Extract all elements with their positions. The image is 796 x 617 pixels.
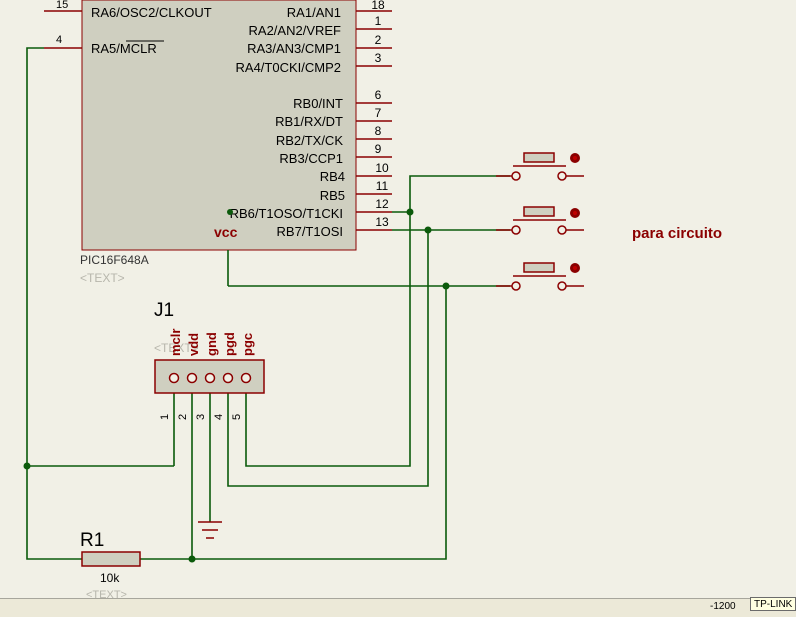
pin-name: RB5 — [320, 188, 345, 203]
pin-number: 11 — [376, 179, 389, 193]
connector-pin-label: gnd — [204, 332, 219, 356]
junction-dot — [442, 282, 450, 290]
junctions — [23, 208, 450, 563]
pin-number: 2 — [375, 33, 382, 47]
connector-pin-label: vdd — [186, 333, 201, 356]
pin-number: 4 — [56, 34, 62, 46]
pin-name: RB0/INT — [293, 96, 343, 111]
junction-dot — [424, 226, 432, 234]
pin-number: 12 — [375, 197, 389, 211]
resistor-ref: R1 — [80, 530, 104, 551]
connector-pin-3[interactable] — [204, 372, 216, 384]
chip-body[interactable] — [81, 0, 357, 251]
connector-pin-number: 4 — [213, 414, 225, 420]
push-button-2[interactable] — [496, 206, 584, 235]
pin-name: RB6/T1OSO/T1CKI — [230, 206, 343, 221]
pin-number: 8 — [375, 124, 382, 138]
chip-text-placeholder: <TEXT> — [80, 271, 125, 285]
wire-j1-pgd[interactable] — [227, 230, 429, 487]
coordinate-readout: -1200 — [710, 601, 736, 612]
connector-ref: J1 — [154, 300, 174, 321]
wire-rb6[interactable] — [392, 175, 510, 213]
push-button-3[interactable] — [496, 262, 584, 291]
ground-symbol[interactable] — [198, 521, 222, 539]
junction-dot — [23, 462, 31, 470]
connector-pin-number: 3 — [195, 414, 207, 420]
pin-number: 3 — [375, 51, 382, 65]
pin-number: 6 — [375, 88, 382, 102]
wire-mclr[interactable] — [26, 47, 82, 560]
wires[interactable] — [26, 47, 510, 560]
resistor-body[interactable] — [81, 551, 141, 567]
connector-pin-label: pgd — [222, 332, 237, 356]
connector-pin-1[interactable] — [168, 372, 180, 384]
connector-pin-2[interactable] — [186, 372, 198, 384]
junction-dot — [227, 209, 233, 215]
pin-name: RA4/T0CKI/CMP2 — [236, 60, 341, 75]
pin-name: RA2/AN2/VREF — [249, 23, 342, 38]
pin-name: RB4 — [320, 169, 345, 184]
pin-name: RA3/AN3/CMP1 — [247, 41, 341, 56]
connector-pin-4[interactable] — [222, 372, 234, 384]
pic-microcontroller[interactable]: 15 4 RA6/OSC2/CLKOUT RA5/MCLR 18 1 2 3 6 — [44, 0, 392, 285]
connector-pin-number: 1 — [159, 414, 171, 420]
pin-number: 10 — [375, 161, 389, 175]
pin-number: 9 — [375, 142, 382, 156]
connector-text-placeholder: <TEXT> — [154, 341, 199, 355]
connector-pin-number: 5 — [231, 414, 243, 420]
pin-name: RB3/CCP1 — [279, 151, 343, 166]
chip-part-name: PIC16F648A — [80, 253, 149, 267]
connector-j1[interactable]: J1 <TEXT> mclr vdd gnd pgd pgc 1 2 3 4 5 — [154, 300, 265, 420]
push-button-1[interactable] — [496, 152, 584, 181]
pin-number: 13 — [375, 215, 389, 229]
pin-name: RA5/MCLR — [91, 41, 157, 56]
pin-name: RB7/T1OSI — [277, 224, 343, 239]
pin-name: RB1/RX/DT — [275, 114, 343, 129]
resistor-value: 10k — [100, 571, 120, 585]
connector-pin-number: 2 — [177, 414, 189, 420]
wire-j1-pgc[interactable] — [245, 212, 411, 467]
pin-number: 15 — [56, 0, 68, 11]
pin-name: RA6/OSC2/CLKOUT — [91, 5, 212, 20]
junction-dot — [188, 555, 196, 563]
connector-pin-5[interactable] — [240, 372, 252, 384]
pin-number: 7 — [375, 106, 382, 120]
resistor-r1[interactable]: R1 10k <TEXT> — [80, 530, 141, 601]
pin-name: RB2/TX/CK — [276, 133, 344, 148]
connector-pin-label: mclr — [168, 329, 183, 356]
junction-dot — [406, 208, 414, 216]
network-tooltip: TP-LINK — [750, 597, 796, 611]
connector-pin-label: pgc — [240, 333, 255, 356]
vcc-label: vcc — [214, 224, 238, 240]
pin-name: RA1/AN1 — [287, 5, 341, 20]
pin-number: 18 — [371, 0, 385, 12]
pin-number: 1 — [375, 14, 382, 28]
status-bar — [0, 598, 796, 617]
wire-resistor-vcc[interactable] — [140, 286, 447, 560]
para-circuito-label: para circuito — [632, 225, 722, 242]
